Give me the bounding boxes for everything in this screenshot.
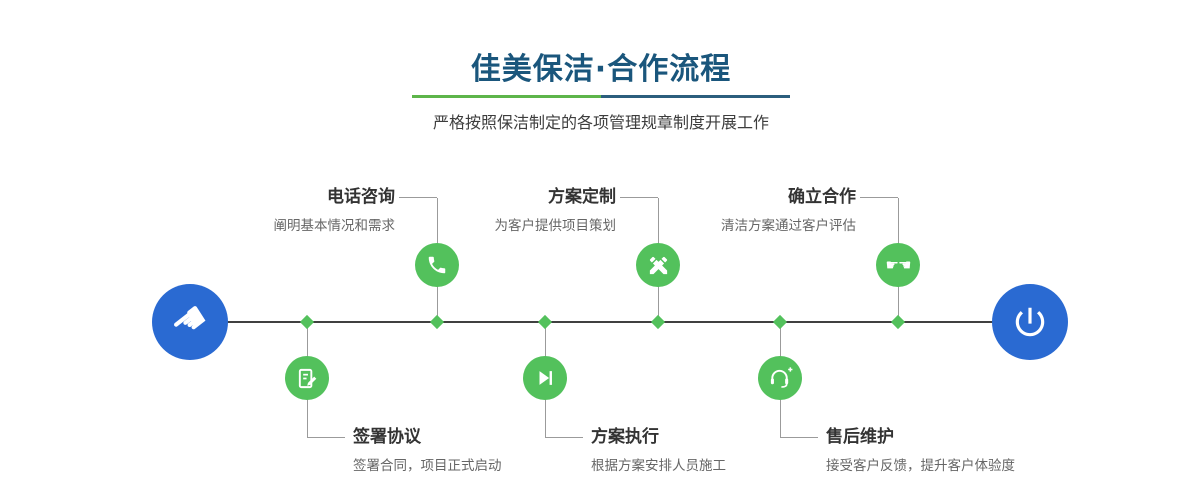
connector-line [399,197,437,198]
step-top-cooperate: 确立合作 清洁方案通过客户评估 [721,186,856,234]
execute-icon [539,371,552,385]
page-title: 佳美保洁·合作流程 [470,52,732,87]
step-label: 售后维护 [826,427,894,447]
step-icon-circle [285,356,329,400]
timeline-marker [299,314,315,330]
connector-line [307,437,345,438]
step-icon-circle [758,356,802,400]
step-desc: 接受客户反馈，提升客户体验度 [826,458,1015,474]
step-label: 方案定制 [548,187,616,207]
connector-line [860,197,898,198]
step-desc: 阐明基本情况和需求 [273,218,396,234]
timeline-marker [429,314,445,330]
pointing-hand-icon: ☚ [161,292,219,352]
step-icon-circle [415,243,459,287]
connector-line [780,437,818,438]
step-icon-circle: ☛☚ [876,243,920,287]
connector-line [545,437,583,438]
step-top-plan: 方案定制 为客户提供项目策划 [495,186,617,234]
step-desc: 为客户提供项目策划 [494,218,617,234]
step-label: 电话咨询 [327,187,395,207]
phone-icon [428,256,446,274]
step-desc: 根据方案安排人员施工 [591,458,726,474]
step-desc: 清洁方案通过客户评估 [721,218,856,234]
step-desc: 签署合同，项目正式启动 [353,458,502,474]
step-top-phone: 电话咨询 阐明基本情况和需求 [274,186,396,234]
timeline-marker [890,314,906,330]
step-label: 方案执行 [591,427,659,447]
timeline-start-node: ☚ [152,284,228,360]
design-tools-icon [649,256,667,274]
step-icon-circle [523,356,567,400]
timeline-marker [650,314,666,330]
step-label: 签署协议 [353,427,421,447]
step-bottom-aftersales: 售后维护 接受客户反馈，提升客户体验度 [826,426,1015,474]
timeline-line [190,321,1030,323]
step-icon-circle [636,243,680,287]
divider-blue-segment [601,95,790,98]
timeline-marker [772,314,788,330]
title-divider [412,95,790,98]
power-icon [1015,307,1045,337]
contract-icon [298,368,316,388]
step-bottom-sign: 签署协议 签署合同，项目正式启动 [353,426,502,474]
timeline-marker [537,314,553,330]
headset-icon [770,367,792,388]
divider-green-segment [412,95,601,98]
step-bottom-execute: 方案执行 根据方案安排人员施工 [591,426,726,474]
connector-line [620,197,658,198]
handshake-icon: ☛☚ [885,255,912,274]
step-label: 确立合作 [788,187,856,207]
page-subtitle: 严格按照保洁制定的各项管理规章制度开展工作 [432,113,769,132]
timeline-end-node [992,284,1068,360]
